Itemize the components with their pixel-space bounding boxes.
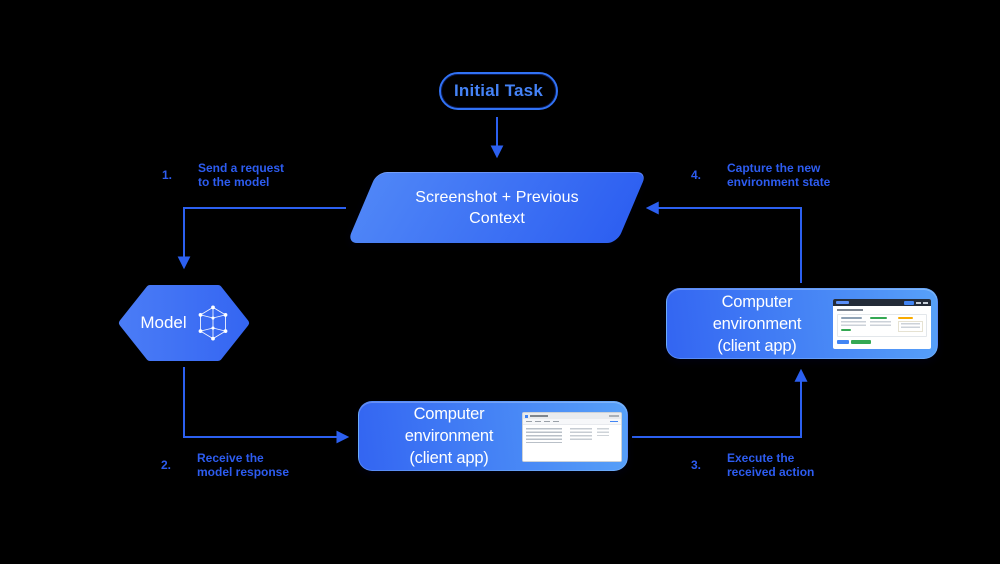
initial-task-label: Initial Task bbox=[453, 81, 543, 100]
thumbnail-nav-button bbox=[904, 300, 914, 305]
step-4-text-line1: Capture the new bbox=[727, 161, 821, 175]
step-1-number: 1. bbox=[162, 168, 173, 182]
node-computer-env-bottom: Computer environment (client app) bbox=[358, 401, 628, 471]
step-1-text-line2: to the model bbox=[198, 175, 270, 189]
network-graph-icon bbox=[198, 305, 228, 341]
step-4-number: 4. bbox=[691, 168, 702, 182]
node-model: Model bbox=[116, 281, 252, 365]
step-1-label: 1. Send a request to the model bbox=[162, 161, 284, 189]
step-2-text-line2: model response bbox=[197, 465, 290, 479]
thumbnail-navbar bbox=[833, 299, 931, 306]
step-2-text-line1: Receive the bbox=[197, 451, 264, 465]
computer-env-right-label-line1: Computer environment bbox=[712, 292, 802, 333]
model-label: Model bbox=[140, 313, 187, 332]
step-3-label: 3. Execute the received action bbox=[691, 451, 814, 479]
thumbnail-app-icon bbox=[525, 414, 528, 418]
computer-env-right-label-line2: (client app) bbox=[717, 336, 797, 355]
arrow-screenshot-to-model bbox=[177, 207, 346, 270]
arrow-client-bottom-to-client-right bbox=[632, 368, 808, 438]
screenshot-context-label-line2: Context bbox=[469, 209, 525, 227]
thumbnail-blue-button bbox=[837, 340, 849, 344]
step-3-text-line1: Execute the bbox=[727, 451, 795, 465]
step-2-number: 2. bbox=[161, 458, 172, 472]
node-initial-task: Initial Task bbox=[439, 72, 558, 110]
thumbnail-logo bbox=[836, 301, 849, 304]
step-4-label: 4. Capture the new environment state bbox=[691, 161, 830, 189]
step-4-text-line2: environment state bbox=[727, 175, 831, 189]
node-screenshot-context: Screenshot + Previous Context bbox=[346, 172, 648, 243]
web-app-window-thumbnail bbox=[833, 299, 931, 349]
hexagon-shape bbox=[119, 285, 249, 361]
arrow-client-right-to-screenshot bbox=[645, 201, 802, 283]
step-2-label: 2. Receive the model response bbox=[161, 451, 289, 479]
step-1-text-line1: Send a request bbox=[198, 161, 285, 175]
step-3-number: 3. bbox=[691, 458, 702, 472]
screenshot-context-label-line1: Screenshot + Previous bbox=[415, 188, 579, 206]
arrow-model-to-client-bottom bbox=[183, 367, 350, 444]
computer-env-bottom-label-line2: (client app) bbox=[409, 449, 489, 467]
desktop-file-window-thumbnail bbox=[522, 412, 622, 462]
node-computer-env-right: Computer environment (client app) bbox=[666, 288, 938, 359]
computer-env-bottom-label-line1: Computer environment bbox=[404, 405, 494, 445]
step-3-text-line2: received action bbox=[727, 465, 815, 479]
thumbnail-green-button bbox=[851, 340, 871, 344]
